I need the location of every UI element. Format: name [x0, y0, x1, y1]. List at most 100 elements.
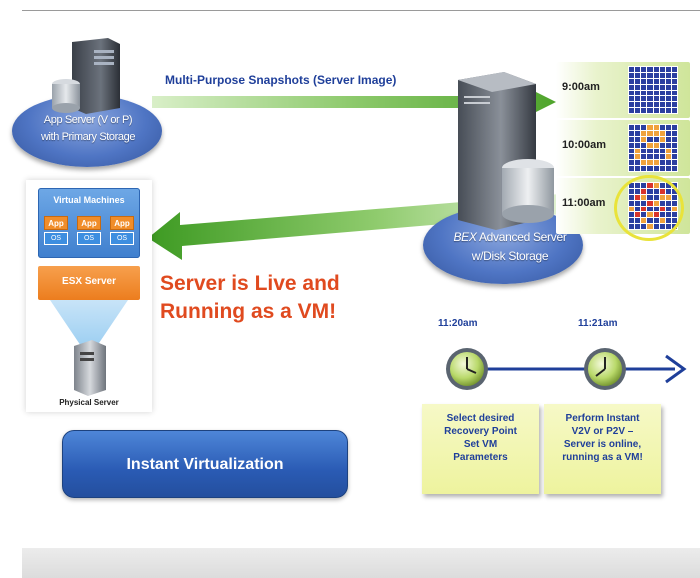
grid-cell — [671, 96, 677, 102]
grid-cell — [647, 102, 653, 108]
grid-cell — [629, 96, 635, 102]
bex-server-label-rest: Advanced Server — [476, 230, 567, 244]
grid-cell — [635, 108, 641, 113]
app-server-label-line1: App Server (V or P) — [43, 114, 133, 126]
grid-cell — [647, 142, 653, 148]
grid-cell — [653, 96, 659, 102]
grid-cell — [635, 72, 641, 78]
bex-server-label-line2: w/Disk Storage — [471, 249, 549, 263]
snapshot-time: 10:00am — [562, 139, 607, 151]
grid-cell — [659, 84, 665, 90]
grid-cell — [641, 125, 647, 130]
grid-cell — [665, 72, 671, 78]
timeline-arrowhead — [665, 354, 687, 384]
grid-cell — [647, 90, 653, 96]
grid-cell — [653, 166, 659, 171]
grid-cell — [665, 125, 671, 130]
grid-cell — [629, 67, 635, 72]
bex-server-label: BEX Advanced Server w/Disk Storage — [440, 228, 580, 266]
esx-server-box — [38, 266, 140, 300]
grid-cell — [653, 136, 659, 142]
grid-cell — [671, 108, 677, 113]
snapshot-arrow-label: Multi-Purpose Snapshots (Server Image) — [165, 73, 397, 87]
grid-cell — [647, 78, 653, 84]
vm-os-label: OS — [77, 232, 101, 245]
grid-cell — [665, 166, 671, 171]
grid-cell — [659, 96, 665, 102]
grid-cell — [629, 125, 635, 130]
grid-cell — [665, 96, 671, 102]
grid-cell — [671, 166, 677, 171]
grid-cell — [629, 160, 635, 166]
grid-cell — [641, 154, 647, 160]
grid-cell — [629, 102, 635, 108]
grid-cell — [671, 130, 677, 136]
grid-cell — [665, 84, 671, 90]
grid-cell — [647, 108, 653, 113]
server-live-line2: Running as a VM! — [160, 300, 337, 323]
snapshot-row-2: 10:00am — [556, 120, 690, 176]
step-note-line: Recovery Point — [444, 426, 517, 437]
snapshot-arrow — [152, 86, 556, 118]
instant-virtualization-banner — [62, 430, 348, 498]
grid-cell — [665, 78, 671, 84]
grid-cell — [629, 90, 635, 96]
grid-cell — [653, 102, 659, 108]
grid-cell — [659, 136, 665, 142]
step-note-line: running as a VM! — [562, 452, 643, 463]
grid-cell — [635, 102, 641, 108]
grid-cell — [629, 154, 635, 160]
grid-cell — [641, 130, 647, 136]
grid-cell — [671, 148, 677, 154]
grid-cell — [635, 136, 641, 142]
vm-app-label: App — [44, 216, 68, 230]
bex-server-tower-icon — [458, 72, 554, 230]
grid-cell — [671, 125, 677, 130]
grid-cell — [659, 78, 665, 84]
grid-cell — [659, 160, 665, 166]
grid-cell — [659, 67, 665, 72]
grid-cell — [659, 125, 665, 130]
grid-cell — [665, 160, 671, 166]
grid-cell — [653, 90, 659, 96]
step-note-line: Parameters — [453, 452, 508, 463]
grid-cell — [629, 130, 635, 136]
grid-cell — [641, 72, 647, 78]
grid-cell — [629, 166, 635, 171]
grid-cell — [647, 130, 653, 136]
grid-cell — [671, 90, 677, 96]
grid-cell — [665, 136, 671, 142]
vm-os-label: OS — [44, 232, 68, 245]
grid-cell — [641, 102, 647, 108]
snapshot-grid — [628, 124, 678, 172]
server-live-line1: Server is Live and — [160, 272, 340, 295]
selected-snapshot-highlight — [614, 175, 684, 241]
snapshot-time: 9:00am — [562, 81, 600, 93]
physical-server-icon — [74, 340, 106, 396]
step-note-line: Perform Instant — [565, 413, 640, 424]
grid-cell — [629, 78, 635, 84]
grid-cell — [653, 148, 659, 154]
grid-cell — [671, 136, 677, 142]
grid-cell — [641, 84, 647, 90]
grid-cell — [665, 130, 671, 136]
grid-cell — [647, 84, 653, 90]
vm-app-label: App — [110, 216, 134, 230]
grid-cell — [665, 108, 671, 113]
top-divider — [22, 10, 700, 11]
grid-cell — [671, 154, 677, 160]
grid-cell — [647, 125, 653, 130]
grid-cell — [671, 67, 677, 72]
grid-cell — [641, 96, 647, 102]
grid-cell — [659, 102, 665, 108]
grid-cell — [641, 90, 647, 96]
grid-cell — [629, 72, 635, 78]
physical-server-label: Physical Server — [59, 398, 119, 407]
grid-cell — [653, 72, 659, 78]
grid-cell — [665, 142, 671, 148]
grid-cell — [647, 148, 653, 154]
grid-cell — [671, 142, 677, 148]
grid-cell — [653, 130, 659, 136]
grid-cell — [635, 84, 641, 90]
grid-cell — [671, 160, 677, 166]
